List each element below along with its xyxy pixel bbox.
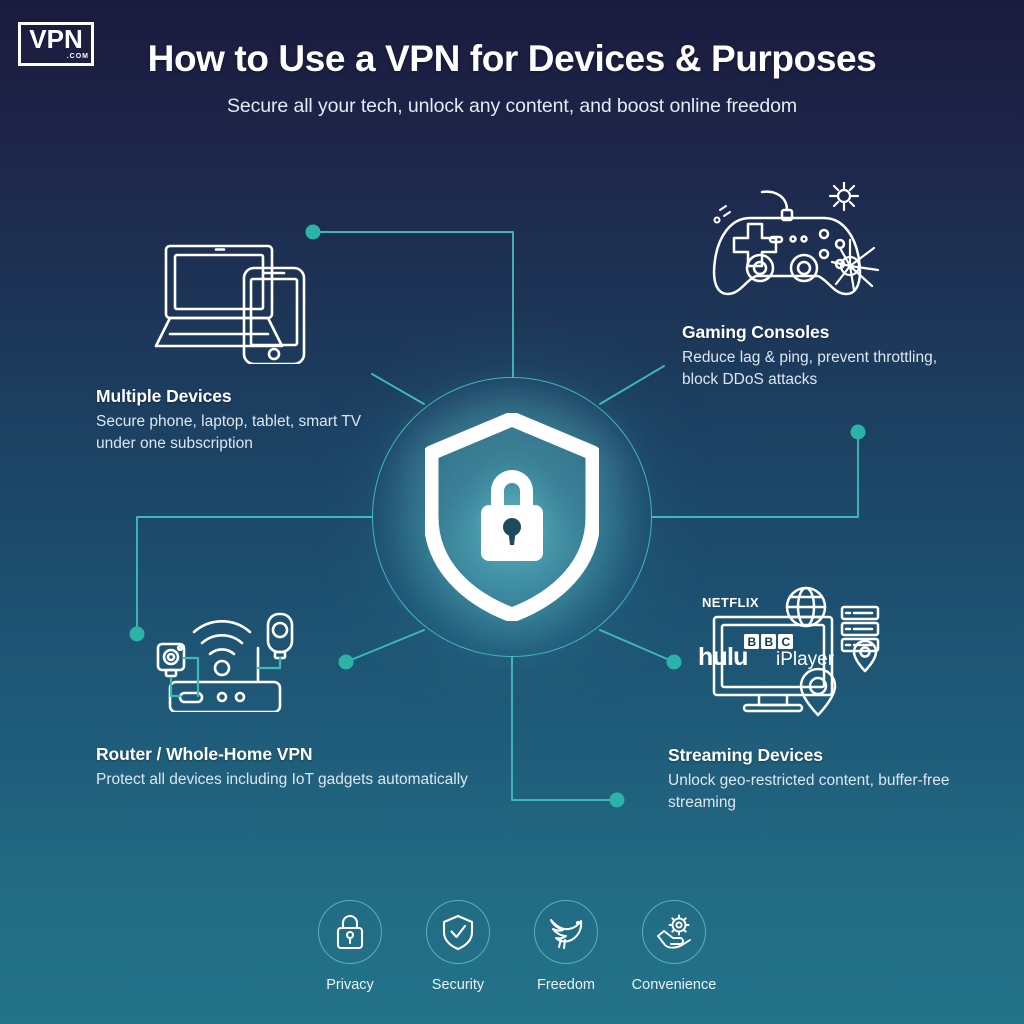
hulu-wordmark: hulu	[698, 643, 748, 671]
wire-streaming	[511, 656, 618, 801]
node-description: Unlock geo-restricted content, buffer-fr…	[668, 772, 950, 811]
benefit-label: Security	[431, 977, 485, 993]
node-streaming-devices[interactable]: NETFLIX hulu iPlayer B B C Streaming Dev…	[668, 586, 978, 814]
bbc-letter-b1: B	[748, 635, 757, 649]
node-description: Reduce lag & ping, prevent throttling, b…	[682, 349, 938, 388]
benefit-convenience[interactable]: Convenience	[632, 900, 716, 993]
spoke-lower-left	[345, 629, 425, 663]
wifi-router-icon	[156, 612, 294, 712]
wire-gaming	[651, 431, 859, 518]
benefit-circle	[642, 900, 706, 964]
node-title: Gaming Consoles	[682, 322, 830, 342]
hand-gear-icon	[657, 914, 691, 949]
dove-icon	[550, 919, 583, 949]
shield-check-icon	[442, 914, 474, 951]
benefit-freedom[interactable]: Freedom	[533, 900, 599, 993]
node-title: Router / Whole-Home VPN	[96, 744, 313, 764]
laptop-phone-icon	[154, 244, 306, 364]
vpn-com-logo[interactable]: VPN .COM	[18, 22, 94, 66]
shield-lock-icon	[425, 413, 599, 621]
node-description: Secure phone, laptop, tablet, smart TV u…	[96, 413, 362, 452]
page-title: How to Use a VPN for Devices & Purposes	[147, 38, 877, 79]
spoke-dot-lower-left	[338, 654, 354, 670]
benefit-label: Freedom	[536, 977, 596, 993]
node-gaming-consoles[interactable]: Gaming Consoles Reduce lag & ping, preve…	[682, 182, 972, 391]
logo-tld: .COM	[66, 53, 89, 60]
node-dot-streaming	[609, 792, 625, 808]
benefit-security[interactable]: Security	[425, 900, 491, 993]
benefit-circle	[426, 900, 490, 964]
node-router-whole-home[interactable]: Router / Whole-Home VPN Protect all devi…	[96, 612, 476, 791]
benefit-label: Convenience	[631, 977, 717, 993]
spoke-dot-lower-right	[666, 654, 682, 670]
benefits-row: Privacy Security Freedom	[0, 900, 1024, 993]
smart-tv-streaming-icon: NETFLIX hulu iPlayer B B C	[698, 586, 880, 717]
page-subtitle: Secure all your tech, unlock any content…	[226, 95, 798, 117]
wire-devices	[312, 231, 514, 378]
netflix-wordmark: NETFLIX	[702, 595, 759, 610]
node-title: Streaming Devices	[668, 745, 823, 765]
spoke-lower-right	[599, 629, 675, 663]
node-description: Protect all devices including IoT gadget…	[96, 771, 468, 788]
benefit-privacy[interactable]: Privacy	[317, 900, 383, 993]
game-controller-icon	[712, 182, 880, 296]
node-multiple-devices[interactable]: Multiple Devices Secure phone, laptop, t…	[96, 244, 396, 455]
node-title: Multiple Devices	[96, 386, 232, 406]
spoke-upper-left	[371, 373, 425, 405]
bbc-letter-c: C	[782, 635, 791, 649]
padlock-icon	[336, 914, 364, 950]
benefit-circle	[318, 900, 382, 964]
wire-router	[136, 516, 373, 635]
node-dot-gaming	[850, 424, 866, 440]
logo-wordmark: VPN	[29, 24, 83, 54]
iplayer-wordmark: iPlayer	[776, 649, 835, 670]
benefit-label: Privacy	[326, 977, 374, 993]
benefit-circle	[534, 900, 598, 964]
node-dot-devices	[305, 224, 321, 240]
spoke-upper-right	[599, 365, 665, 405]
node-dot-router	[129, 626, 145, 642]
bbc-letter-b2: B	[765, 635, 774, 649]
